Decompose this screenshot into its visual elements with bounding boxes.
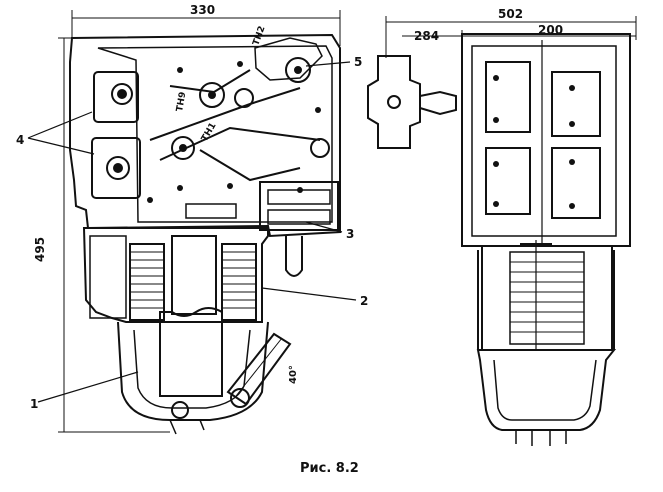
lever-arm-d (199, 149, 301, 182)
inner-cup (133, 329, 251, 409)
coil-outer-band (89, 235, 127, 319)
relay-ur (551, 71, 601, 137)
mark-c: ТН9 (175, 91, 188, 112)
core (171, 235, 217, 315)
dimension-284: 284 (414, 29, 439, 43)
right-dimension-lines (385, 16, 637, 58)
callout-2: 2 (360, 294, 368, 308)
top-hook (254, 37, 323, 81)
contact-block-lower (91, 137, 141, 199)
dimension-502: 502 (498, 7, 523, 21)
dimension-200: 200 (538, 23, 563, 37)
lever-arm-b (159, 126, 321, 161)
piston (159, 307, 223, 397)
bottom-cup (117, 321, 269, 421)
right-bottom-tank (476, 349, 617, 431)
right-view (367, 33, 631, 446)
pivot-a (199, 82, 225, 108)
coil-right (221, 243, 257, 321)
plunger-cap (285, 236, 303, 277)
contact-block-upper (93, 71, 139, 123)
pivot-d (285, 57, 311, 83)
bottom-pivot (171, 401, 189, 419)
dimension-495: 495 (33, 237, 47, 262)
callout-5: 5 (354, 55, 362, 69)
lever-arm-c (169, 69, 251, 94)
tube-joint (230, 388, 250, 408)
bar-plate (185, 203, 237, 219)
angled-tube (226, 332, 292, 406)
lever-arm-a (149, 87, 301, 141)
inner-panel (97, 45, 333, 223)
coil-windings (130, 251, 256, 309)
relay-ul (485, 61, 531, 133)
relay-lr (551, 147, 601, 219)
callout-leaders (27, 61, 357, 403)
callout-3: 3 (346, 227, 354, 241)
pivot-e (310, 138, 330, 158)
mark-b: ТН1 (200, 121, 219, 143)
callout-4: 4 (16, 133, 24, 147)
contact-lower-center (106, 156, 130, 180)
pivot-c (234, 88, 254, 108)
coil-left (129, 243, 165, 321)
terminal-shaft (419, 90, 457, 116)
callout-1: 1 (30, 397, 38, 411)
screws (147, 61, 321, 203)
figure-caption: Рис. 8.2 (300, 461, 359, 476)
contact-upper-center (111, 83, 133, 105)
dimension-330: 330 (190, 3, 215, 17)
coil-housing (82, 227, 269, 323)
relay-box (259, 181, 339, 231)
terminal-flange (367, 55, 421, 149)
relay-ll (485, 147, 531, 215)
left-view (69, 33, 341, 435)
pivot-b (171, 136, 195, 160)
left-dimension-lines (58, 10, 341, 433)
angle-mark: 40° (288, 365, 299, 384)
